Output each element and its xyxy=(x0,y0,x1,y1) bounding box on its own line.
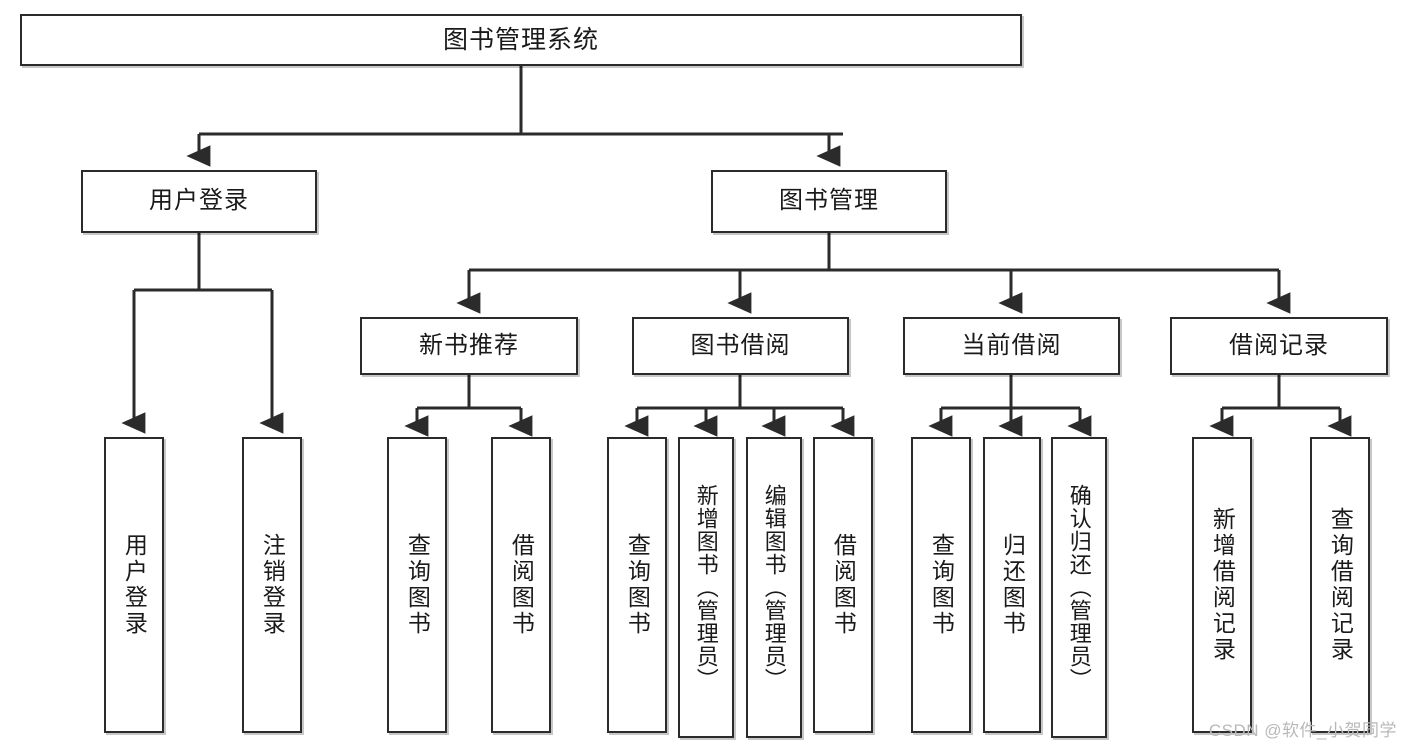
leaf-book-borrow-add-admin[interactable]: 新增图书（管理员） xyxy=(678,437,734,738)
node-label: 新增图书（管理员） xyxy=(693,484,719,691)
leaf-current-borrow-query[interactable]: 查询图书 xyxy=(911,437,971,733)
node-label: 图书管理系统 xyxy=(442,26,599,54)
leaf-borrow-record-query[interactable]: 查询借阅记录 xyxy=(1310,437,1370,733)
node-label: 查询图书 xyxy=(624,533,651,637)
node-label: 查询借阅记录 xyxy=(1327,507,1354,663)
node-borrow-record[interactable]: 借阅记录 xyxy=(1170,317,1388,375)
node-label: 查询图书 xyxy=(928,533,955,637)
node-label: 图书管理 xyxy=(779,187,879,215)
node-label: 注销登录 xyxy=(259,533,286,637)
leaf-new-book-borrow[interactable]: 借阅图书 xyxy=(491,437,551,733)
node-book-management[interactable]: 图书管理 xyxy=(711,170,947,233)
node-label: 借阅记录 xyxy=(1229,331,1329,359)
node-label: 图书借阅 xyxy=(690,331,791,359)
node-new-book-recommend[interactable]: 新书推荐 xyxy=(360,317,578,375)
node-label: 查询图书 xyxy=(404,533,431,637)
node-label: 新增借阅记录 xyxy=(1209,507,1236,663)
leaf-user-login-login[interactable]: 用户登录 xyxy=(104,437,164,733)
leaf-current-borrow-return[interactable]: 归还图书 xyxy=(983,437,1041,733)
node-label: 借阅图书 xyxy=(508,533,535,637)
leaf-borrow-record-add[interactable]: 新增借阅记录 xyxy=(1192,437,1252,733)
node-label: 借阅图书 xyxy=(830,533,857,637)
node-book-borrow[interactable]: 图书借阅 xyxy=(632,317,849,375)
node-user-login[interactable]: 用户登录 xyxy=(81,170,317,233)
node-label: 用户登录 xyxy=(121,533,148,637)
node-current-borrow[interactable]: 当前借阅 xyxy=(903,317,1120,375)
leaf-book-borrow-query[interactable]: 查询图书 xyxy=(607,437,667,733)
node-root-system[interactable]: 图书管理系统 xyxy=(20,14,1022,66)
node-label: 编辑图书（管理员） xyxy=(761,484,787,691)
node-label: 归还图书 xyxy=(999,533,1026,637)
node-label: 确认归还（管理员） xyxy=(1066,484,1092,691)
node-label: 新书推荐 xyxy=(419,331,519,359)
leaf-new-book-query[interactable]: 查询图书 xyxy=(387,437,447,733)
watermark-text: CSDN @软件_小贺同学 xyxy=(1208,721,1397,740)
leaf-current-borrow-confirm-admin[interactable]: 确认归还（管理员） xyxy=(1051,437,1107,738)
leaf-book-borrow-borrow[interactable]: 借阅图书 xyxy=(813,437,873,733)
node-label: 用户登录 xyxy=(149,187,249,215)
leaf-user-login-logout[interactable]: 注销登录 xyxy=(242,437,302,733)
node-label: 当前借阅 xyxy=(961,331,1062,359)
leaf-book-borrow-edit-admin[interactable]: 编辑图书（管理员） xyxy=(746,437,802,738)
